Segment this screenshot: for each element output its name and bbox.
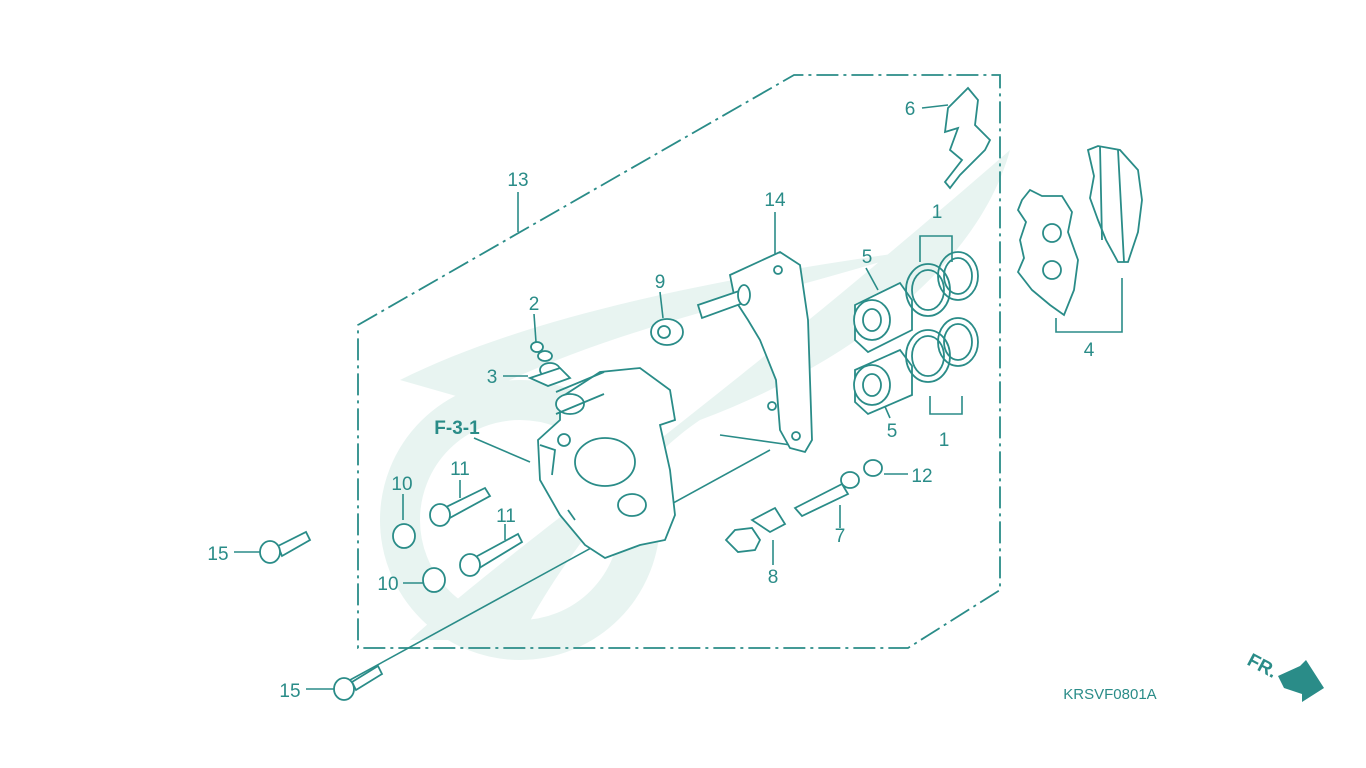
callout-5-bottom: 5 <box>887 421 898 442</box>
callout-1-bottom: 1 <box>939 430 950 451</box>
callout-14: 14 <box>764 190 786 211</box>
front-direction-label: FR. <box>1244 650 1281 683</box>
callout-8: 8 <box>768 567 779 588</box>
callout-4: 4 <box>1084 340 1095 361</box>
leader-lines <box>234 104 1123 690</box>
callout-15-bottom: 15 <box>279 681 300 702</box>
callout-6: 6 <box>905 99 916 120</box>
boot-9 <box>650 318 684 346</box>
front-direction-arrow: FR. <box>1244 650 1324 702</box>
callout-15-top: 15 <box>207 544 228 565</box>
callout-12: 12 <box>911 466 932 487</box>
pin-7 <box>793 471 860 518</box>
bolt-8 <box>724 506 787 553</box>
brake-pads <box>1016 145 1143 317</box>
bolts-15 <box>259 530 384 701</box>
assembly-boundary <box>357 74 1001 649</box>
piston-seals <box>905 251 979 383</box>
pistons <box>853 281 913 416</box>
springs-10 <box>392 523 446 593</box>
callout-13: 13 <box>507 170 528 191</box>
reference-link-f-3-1[interactable]: F-3-1 <box>434 418 480 439</box>
callout-3: 3 <box>487 367 498 388</box>
callout-2: 2 <box>529 294 540 315</box>
callout-7: 7 <box>835 526 846 547</box>
callout-11-top: 11 <box>450 459 470 480</box>
pad-spring-clip <box>943 86 992 190</box>
callout-5-top: 5 <box>862 247 873 268</box>
callout-labels: 1 1 2 3 4 5 5 6 7 8 9 10 10 11 11 12 13 … <box>207 99 1156 703</box>
washer-12 <box>863 459 883 477</box>
callout-11-bottom: 11 <box>496 506 516 527</box>
diagram-code: KRSVF0801A <box>1063 686 1156 703</box>
bleeder-valve <box>527 341 572 387</box>
callout-10-top: 10 <box>391 474 412 495</box>
caliper-bracket <box>696 250 813 454</box>
pins-11 <box>429 486 524 577</box>
watermark-logo <box>380 150 1010 660</box>
callout-1-top: 1 <box>932 202 943 223</box>
callout-9: 9 <box>655 272 666 293</box>
callout-10-bottom: 10 <box>377 574 398 595</box>
caliper-body <box>537 367 677 560</box>
